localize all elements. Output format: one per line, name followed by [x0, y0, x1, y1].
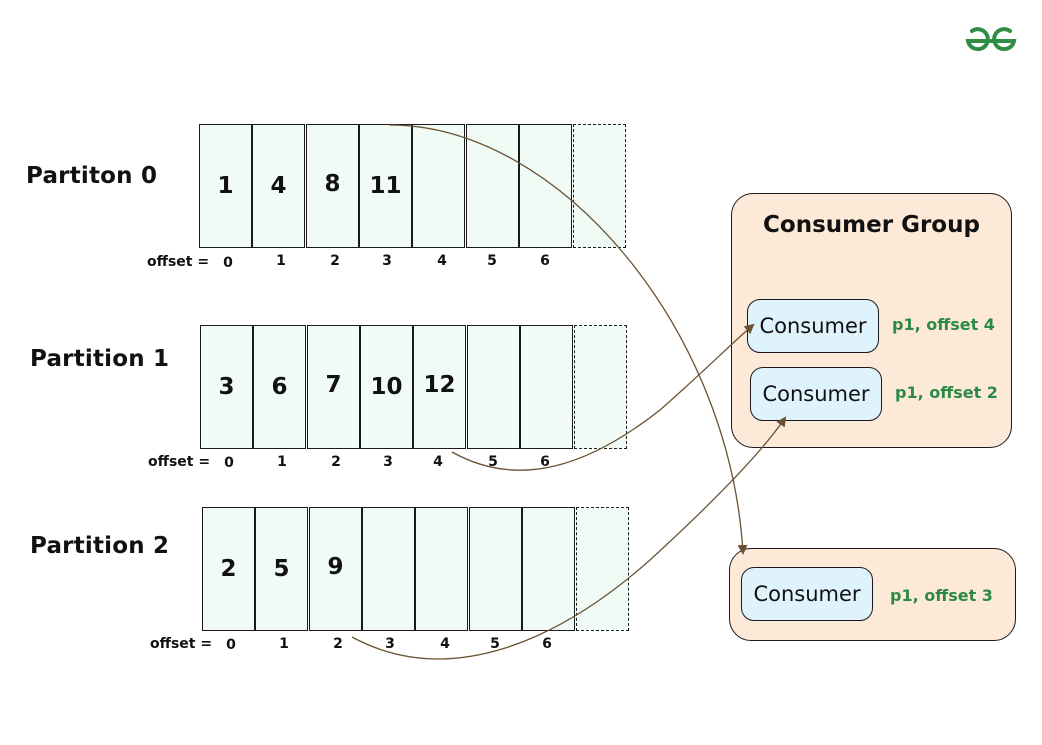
partition-1-cell: 12	[413, 325, 466, 449]
partition-1-cell: 6	[253, 325, 306, 449]
partition-1-cell	[467, 325, 520, 449]
consumer-offset-label: p1, offset 2	[895, 383, 998, 402]
offset-number: 5	[490, 636, 500, 652]
offset-number: 3	[382, 253, 392, 269]
offset-number: 2	[333, 636, 343, 652]
consumer-offset-label: p1, offset 3	[890, 586, 993, 605]
consumer-offset-label: p1, offset 4	[892, 315, 995, 334]
offset-number: 3	[385, 636, 395, 652]
partition-0-cell: 11	[359, 124, 412, 248]
partition-1-cell: 10	[360, 325, 413, 449]
partition-0-cell	[519, 124, 572, 248]
offset-number: 0	[224, 455, 234, 471]
partition-2-cell: 2	[202, 507, 255, 631]
partition-2-cell: 5	[255, 507, 308, 631]
offset-number: 1	[277, 454, 287, 470]
offset-number: 4	[437, 253, 447, 269]
consumer-node: Consumer	[747, 299, 879, 353]
partition-2-cell	[415, 507, 468, 631]
partition-1-label: Partition 1	[30, 346, 170, 372]
offset-number: 5	[487, 253, 497, 269]
partition-2-cell: 9	[309, 507, 362, 631]
partition-1-cell: 3	[200, 325, 253, 449]
partition-1-next-slot	[574, 325, 627, 449]
partition-0-label: Partiton 0	[26, 163, 158, 189]
offset-number: 3	[383, 454, 393, 470]
partition-2-cell	[522, 507, 575, 631]
partition-2-cell	[362, 507, 415, 631]
offset-number: 6	[540, 253, 550, 269]
partition-0-next-slot	[573, 124, 626, 248]
offset-number: 0	[226, 637, 236, 653]
offset-number: 2	[331, 454, 341, 470]
partition-0-cell: 1	[199, 124, 252, 248]
offset-prefix: offset =	[148, 454, 211, 470]
offset-number: 2	[330, 253, 340, 269]
partition-2-cell	[469, 507, 522, 631]
offset-number: 4	[433, 454, 443, 470]
partition-0-cell: 4	[252, 124, 305, 248]
consumer-node: Consumer	[741, 567, 873, 621]
partition-2-next-slot	[576, 507, 629, 631]
offset-number: 1	[279, 636, 289, 652]
partition-1-cell	[520, 325, 573, 449]
offset-number: 6	[540, 454, 550, 470]
offset-number: 5	[488, 454, 498, 470]
partition-0-cell: 8	[306, 124, 359, 248]
offset-number: 0	[223, 255, 233, 271]
geeksforgeeks-logo-icon	[965, 27, 1017, 52]
offset-number: 6	[542, 636, 552, 652]
offset-number: 1	[276, 253, 286, 269]
partition-1-cell: 7	[307, 325, 360, 449]
partition-2-label: Partition 2	[30, 533, 170, 559]
offset-prefix: offset =	[147, 254, 210, 270]
consumer-node: Consumer	[750, 367, 882, 421]
offset-prefix: offset =	[150, 636, 213, 652]
consumer-group-title: Consumer Group	[763, 212, 980, 238]
offset-number: 4	[440, 636, 450, 652]
partition-0-cell	[466, 124, 519, 248]
partition-0-cell	[412, 124, 465, 248]
